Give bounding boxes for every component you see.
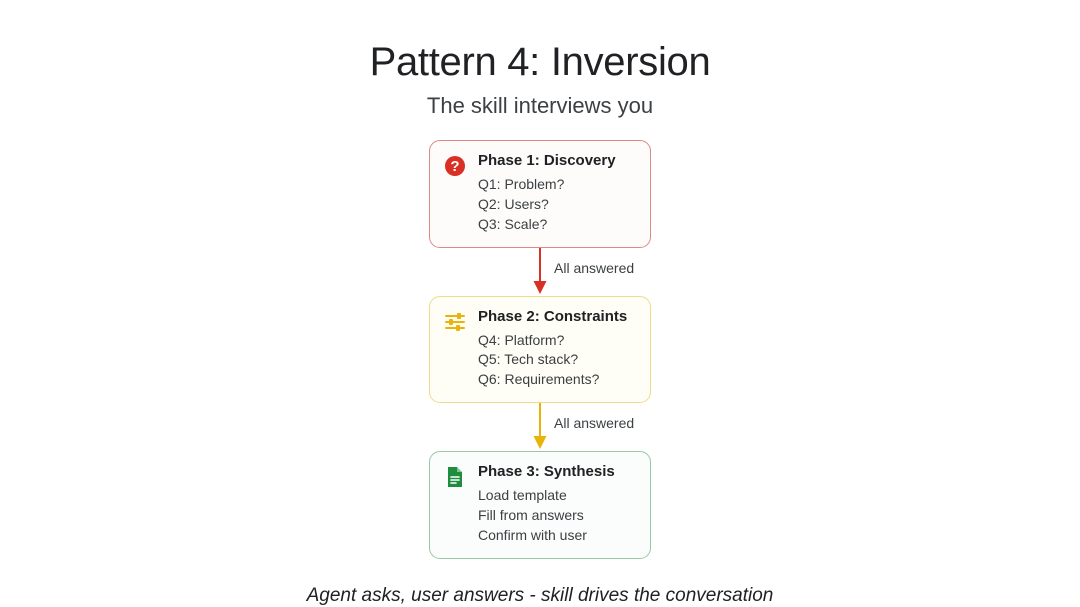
phase-line: Q1: Problem? bbox=[478, 176, 565, 193]
phase-heading: Phase 2: Constraints bbox=[478, 307, 628, 325]
phase-line-list: Load template Fill from answers Confirm … bbox=[478, 486, 638, 546]
phase-line: Fill from answers bbox=[478, 506, 584, 523]
document-icon bbox=[442, 464, 468, 490]
phase-line: Load template bbox=[478, 486, 567, 503]
question-mark-circle-icon: ? bbox=[442, 153, 468, 179]
connector-constraints-to-synthesis: All answered bbox=[429, 403, 651, 451]
phase-line: Q3: Scale? bbox=[478, 215, 548, 232]
footer-caption: Agent asks, user answers - skill drives … bbox=[306, 584, 774, 606]
phase-heading: Phase 3: Synthesis bbox=[478, 463, 615, 481]
phase-line: Q5: Tech stack? bbox=[478, 351, 579, 368]
down-arrow-icon bbox=[533, 247, 547, 294]
phase-heading: Phase 1: Discovery bbox=[478, 152, 616, 170]
phase-line: Confirm with user bbox=[478, 526, 587, 543]
tune-sliders-icon bbox=[442, 309, 468, 335]
connector-label: All answered bbox=[554, 259, 635, 276]
phase-line-list: Q1: Problem? Q2: Users? Q3: Scale? bbox=[478, 175, 638, 235]
phase-line: Q6: Requirements? bbox=[478, 371, 600, 388]
phase-text: Phase 2: Constraints Q4: Platform? Q5: T… bbox=[478, 308, 638, 390]
svg-text:?: ? bbox=[450, 158, 459, 175]
phase-box-synthesis[interactable]: Phase 3: Synthesis Load template Fill fr… bbox=[429, 451, 651, 559]
phase-text: Phase 3: Synthesis Load template Fill fr… bbox=[478, 463, 638, 545]
phase-box-discovery[interactable]: ? Phase 1: Discovery Q1: Problem? Q2: Us… bbox=[429, 140, 651, 248]
phase-text: Phase 1: Discovery Q1: Problem? Q2: User… bbox=[478, 152, 638, 234]
down-arrow-icon bbox=[533, 403, 547, 450]
phase-line: Q4: Platform? bbox=[478, 331, 565, 348]
connector-label: All answered bbox=[554, 415, 635, 432]
phase-line-list: Q4: Platform? Q5: Tech stack? Q6: Requir… bbox=[478, 331, 638, 391]
page-title: Pattern 4: Inversion bbox=[369, 40, 711, 84]
phase-line: Q2: Users? bbox=[478, 196, 549, 213]
page-subtitle: The skill interviews you bbox=[426, 93, 654, 118]
phase-box-constraints[interactable]: Phase 2: Constraints Q4: Platform? Q5: T… bbox=[429, 295, 651, 404]
connector-discovery-to-constraints: All answered bbox=[429, 247, 651, 296]
phase-flow: ? Phase 1: Discovery Q1: Problem? Q2: Us… bbox=[429, 140, 651, 559]
